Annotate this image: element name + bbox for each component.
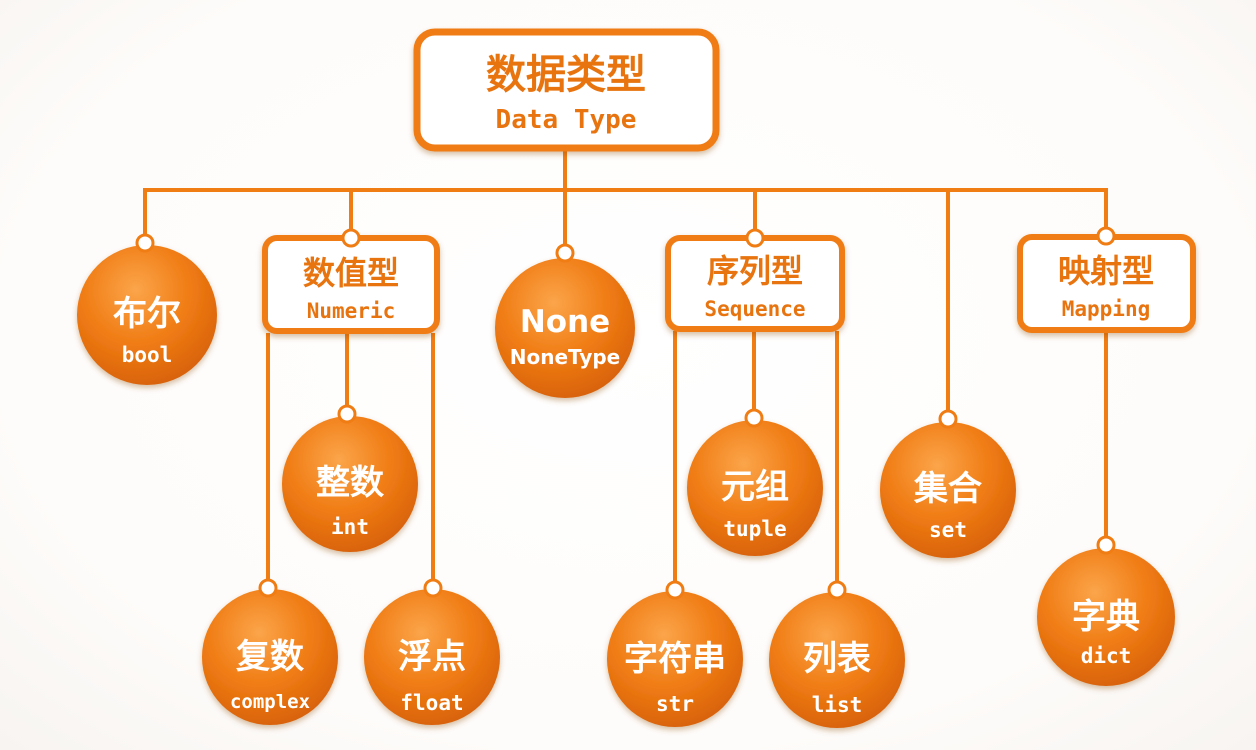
dict-label-zh: 字典 bbox=[1072, 597, 1140, 637]
leaf-tuple: 元组 tuple bbox=[687, 420, 823, 556]
numeric-label-zh: 数值型 bbox=[303, 254, 399, 292]
dot-int bbox=[337, 404, 357, 424]
list-label-en: list bbox=[812, 693, 863, 717]
dot-str bbox=[665, 580, 685, 600]
mapping-label-en: Mapping bbox=[1062, 297, 1151, 321]
root-box bbox=[413, 28, 720, 152]
tuple-label-zh: 元组 bbox=[721, 467, 789, 507]
root-node: 数据类型 Data Type bbox=[413, 28, 720, 152]
str-circle bbox=[607, 591, 743, 727]
complex-circle bbox=[202, 589, 338, 725]
numeric-label-en: Numeric bbox=[307, 299, 396, 323]
tuple-label-en: tuple bbox=[723, 517, 786, 541]
dict-label-en: dict bbox=[1081, 644, 1132, 668]
str-label-zh: 字符串 bbox=[624, 639, 726, 679]
list-label-zh: 列表 bbox=[803, 639, 871, 679]
int-label-zh: 整数 bbox=[316, 463, 384, 503]
dot-numeric bbox=[341, 228, 361, 248]
complex-label-zh: 复数 bbox=[236, 637, 304, 677]
leaf-int: 整数 int bbox=[282, 416, 418, 552]
leaf-dict: 字典 dict bbox=[1037, 548, 1175, 686]
dot-tuple bbox=[744, 408, 764, 428]
int-label-en: int bbox=[331, 515, 369, 539]
mapping-label-zh: 映射型 bbox=[1058, 252, 1154, 290]
leaf-bool: 布尔 bool bbox=[77, 245, 217, 385]
dot-complex bbox=[258, 578, 278, 598]
tuple-circle bbox=[687, 420, 823, 556]
leaf-str: 字符串 str bbox=[607, 591, 743, 727]
bool-circle bbox=[77, 245, 217, 385]
leaf-none: None NoneType bbox=[495, 258, 635, 398]
set-circle bbox=[880, 422, 1016, 558]
bool-label-en: bool bbox=[122, 343, 173, 367]
connector-lines bbox=[143, 148, 1108, 590]
dot-float bbox=[423, 578, 443, 598]
none-label-en: NoneType bbox=[510, 345, 620, 369]
sequence-label-en: Sequence bbox=[704, 297, 805, 321]
dot-list bbox=[827, 580, 847, 600]
leaf-list: 列表 list bbox=[769, 592, 905, 728]
group-sequence: 序列型 Sequence bbox=[665, 235, 845, 332]
complex-label-en: complex bbox=[230, 691, 310, 713]
leaf-set: 集合 set bbox=[880, 422, 1016, 558]
int-circle bbox=[282, 416, 418, 552]
set-label-en: set bbox=[929, 518, 967, 542]
leaf-float: 浮点 float bbox=[364, 589, 500, 725]
dot-mapping bbox=[1096, 226, 1116, 246]
none-label: None bbox=[520, 304, 610, 340]
sequence-label-zh: 序列型 bbox=[707, 252, 803, 290]
root-title-en: Data Type bbox=[496, 105, 637, 135]
str-label-en: str bbox=[656, 692, 694, 716]
list-circle bbox=[769, 592, 905, 728]
float-circle bbox=[364, 589, 500, 725]
set-label-zh: 集合 bbox=[913, 469, 982, 509]
dot-sequence bbox=[745, 228, 765, 248]
bool-label-zh: 布尔 bbox=[113, 294, 181, 334]
root-title-zh: 数据类型 bbox=[486, 52, 646, 98]
dict-circle bbox=[1037, 548, 1175, 686]
none-circle bbox=[495, 258, 635, 398]
group-mapping: 映射型 Mapping bbox=[1017, 234, 1196, 333]
dot-set bbox=[938, 409, 958, 429]
connector-dots bbox=[135, 226, 1116, 600]
float-label-zh: 浮点 bbox=[398, 637, 466, 677]
float-label-en: float bbox=[400, 691, 463, 715]
dot-none bbox=[555, 243, 575, 263]
group-numeric: 数值型 Numeric bbox=[262, 235, 440, 334]
dot-bool bbox=[135, 233, 155, 253]
leaf-complex: 复数 complex bbox=[202, 589, 338, 725]
dot-dict bbox=[1096, 535, 1116, 555]
